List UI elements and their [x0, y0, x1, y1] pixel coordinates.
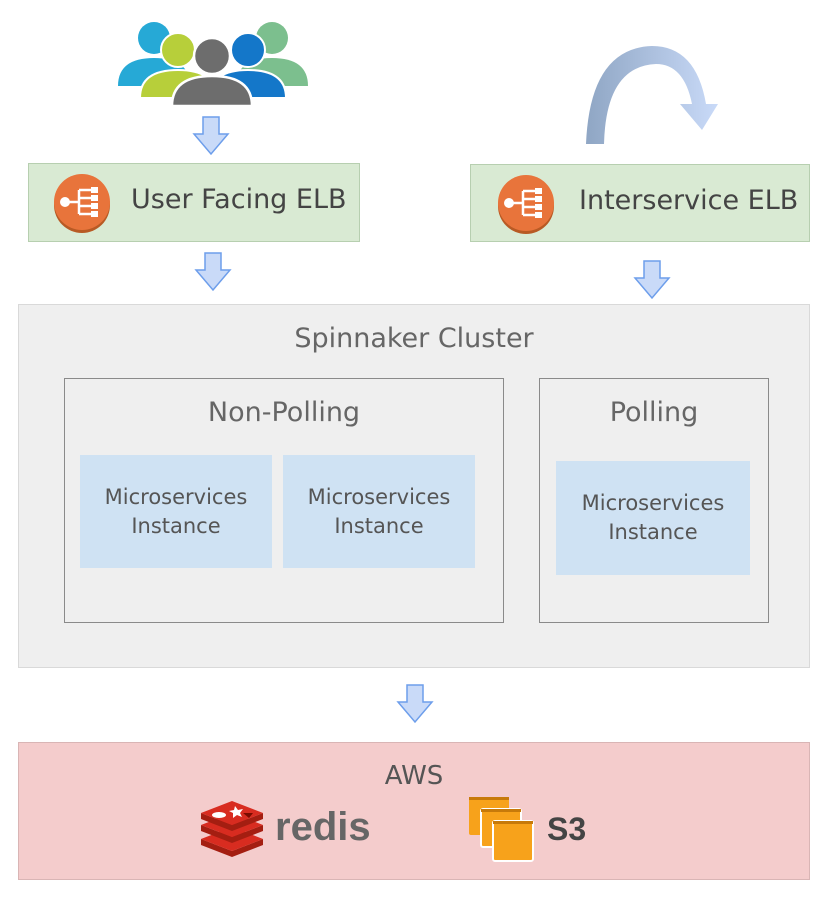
redis-logo-icon: [201, 801, 263, 857]
interservice-elb-label: Interservice ELB: [579, 185, 799, 216]
user-facing-elb: User Facing ELB: [28, 163, 360, 242]
interservice-elb: Interservice ELB: [470, 164, 810, 242]
microservice-instance: Microservices Instance: [80, 455, 272, 568]
instance-line1: Microservices: [307, 484, 451, 509]
down-arrow-icon: [194, 252, 232, 292]
instance-line2: Instance: [334, 513, 424, 538]
s3-label: S3: [547, 811, 587, 847]
s3-logo-icon: [469, 797, 534, 862]
polling-title: Polling: [609, 397, 699, 428]
non-polling-title: Non-Polling: [207, 397, 361, 428]
polling-group: Polling Microservices Instance: [539, 378, 769, 623]
instance-line1: Microservices: [104, 484, 248, 509]
loop-arrow-icon: [586, 46, 718, 144]
down-arrow-icon: [396, 684, 434, 724]
redis-label: redis: [275, 805, 371, 849]
instance-line2: Instance: [131, 513, 221, 538]
load-balancer-icon: [54, 174, 110, 233]
user-facing-elb-label: User Facing ELB: [131, 184, 347, 215]
non-polling-group: Non-Polling Microservices Instance Micro…: [64, 378, 504, 623]
instance-line1: Microservices: [581, 491, 725, 515]
down-arrow-icon: [633, 260, 671, 300]
microservice-instance: Microservices Instance: [283, 455, 475, 568]
down-arrow-icon: [192, 116, 230, 156]
aws-box: AWS redis S3: [18, 742, 810, 880]
instance-line2: Instance: [608, 520, 698, 544]
load-balancer-icon: [498, 175, 554, 234]
users-group-icon: [118, 22, 308, 108]
spinnaker-cluster: Spinnaker Cluster Non-Polling Microservi…: [18, 304, 810, 668]
microservice-instance: Microservices Instance: [556, 461, 750, 575]
aws-title: AWS: [384, 761, 444, 791]
cluster-title: Spinnaker Cluster: [294, 323, 534, 354]
